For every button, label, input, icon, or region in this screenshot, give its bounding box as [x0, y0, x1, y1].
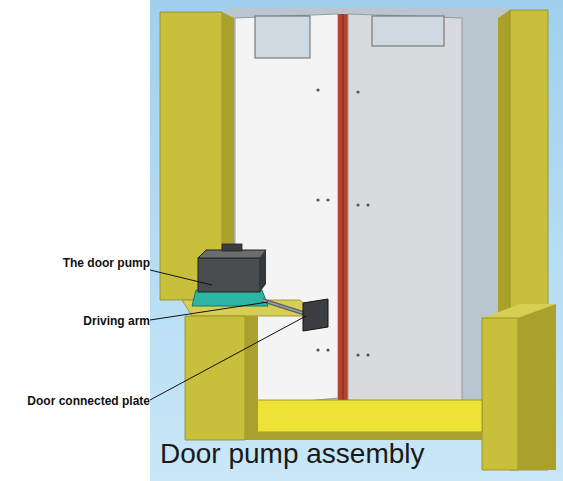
left-ledge — [185, 316, 245, 440]
ledge-side — [245, 316, 258, 440]
part-label: Driving arm — [83, 314, 150, 328]
door-window — [255, 16, 310, 58]
figure-caption: Door pump assembly — [160, 438, 425, 470]
door-window — [372, 16, 444, 46]
part-label: Door connected plate — [27, 394, 150, 408]
right-ledge — [482, 318, 518, 470]
door-pump — [198, 258, 260, 292]
background-panel — [150, 0, 563, 481]
ledge-side — [518, 304, 556, 470]
arm-highlight — [262, 300, 306, 314]
pump-side — [260, 250, 266, 292]
back-wall — [225, 8, 510, 408]
door-connected-plate — [303, 299, 328, 331]
door-seal — [338, 14, 348, 400]
door-sill — [245, 400, 482, 432]
seal-line — [343, 14, 344, 400]
part-label: The door pump — [63, 256, 150, 270]
right-door-panel — [348, 14, 462, 408]
pump-handle — [222, 244, 242, 251]
leader-lines — [150, 270, 306, 400]
driving-arm — [262, 300, 306, 314]
